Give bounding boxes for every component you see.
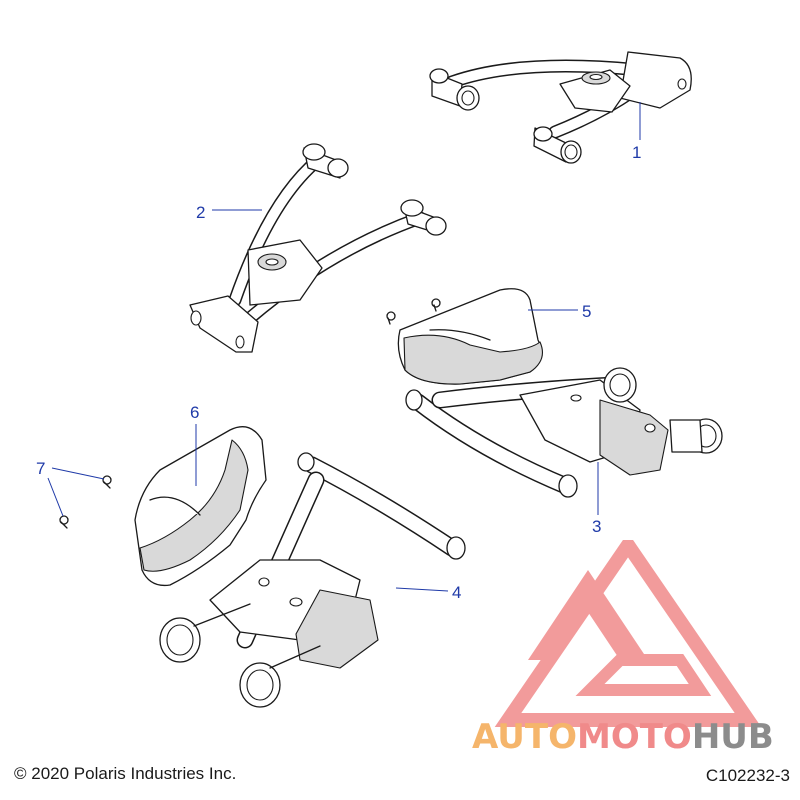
callout-6: 6 xyxy=(190,403,199,422)
part-6-guard xyxy=(134,426,267,587)
part-1-upper-a-arm xyxy=(429,51,692,164)
drawing-id: C102232-3 xyxy=(705,766,790,785)
watermark-logo: AUTOMOTOHUB xyxy=(472,540,774,755)
watermark-auto: AUTO xyxy=(472,717,577,755)
part-2-upper-a-arm xyxy=(189,143,447,353)
part-3-lower-a-arm xyxy=(405,367,723,498)
part-4-lower-a-arm xyxy=(159,452,466,708)
watermark-hub: HUB xyxy=(692,717,774,755)
callout-5: 5 xyxy=(582,302,591,321)
part-7-bolts xyxy=(59,475,112,529)
callout-7: 7 xyxy=(36,459,45,478)
callout-1: 1 xyxy=(632,143,641,162)
leader-lines xyxy=(47,102,641,592)
watermark-text: AUTOMOTOHUB xyxy=(472,717,774,755)
watermark-moto: MOTO xyxy=(577,717,692,755)
callout-2: 2 xyxy=(196,203,205,222)
callout-4: 4 xyxy=(452,583,461,602)
callout-3: 3 xyxy=(592,517,601,536)
part-5-guard xyxy=(386,288,543,385)
copyright-text: © 2020 Polaris Industries Inc. xyxy=(14,764,237,783)
triangle-logo-icon xyxy=(494,540,762,727)
